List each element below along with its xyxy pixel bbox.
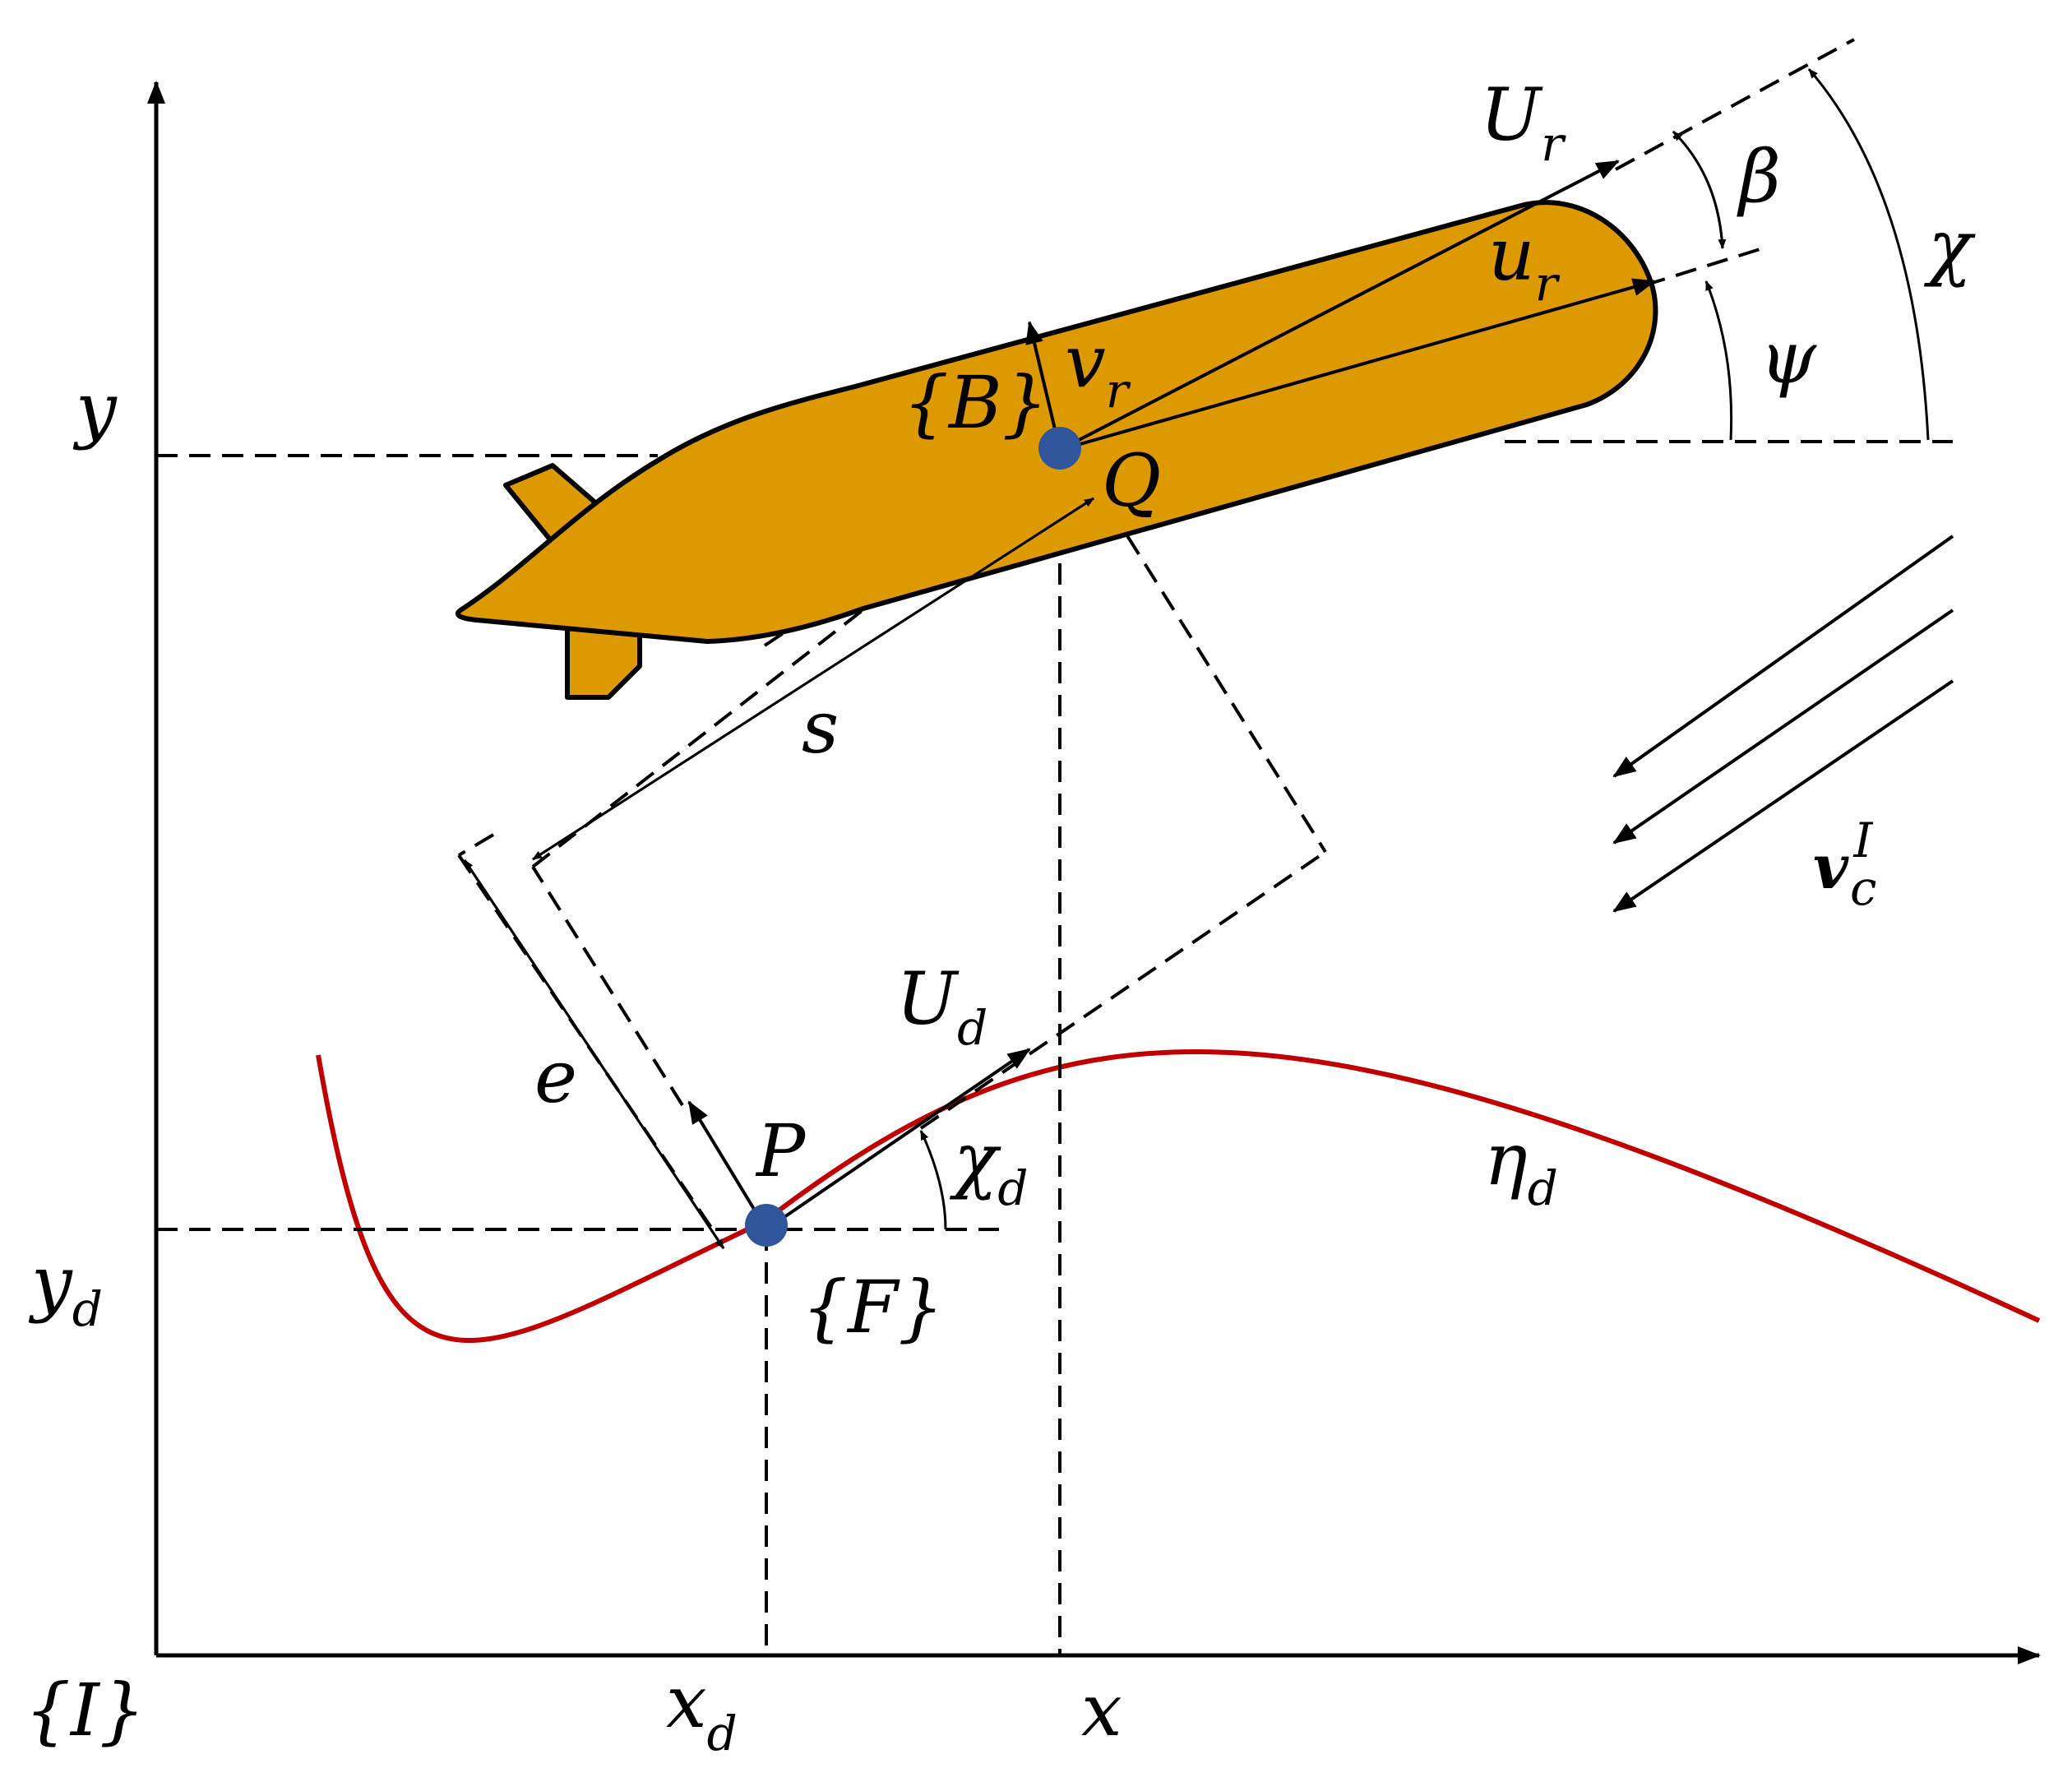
- xd-label: xd: [666, 1659, 738, 1761]
- yd-label: yd: [28, 1240, 103, 1337]
- inertial-axes: [147, 81, 2041, 1664]
- Ur-vector: [1059, 160, 1620, 451]
- current-velocity-label: vcI: [1813, 812, 1876, 916]
- point-P-label: P: [755, 1109, 807, 1193]
- Ur-label: Ur: [1480, 72, 1566, 172]
- labels: y x yd xd {I} {B} {F} Q P Ur ur vr β χ ψ…: [25, 72, 1976, 1761]
- angle-arcs: [919, 68, 1930, 1230]
- s-dimension-arrow-tail: [532, 497, 1094, 861]
- s-label: s: [802, 685, 839, 770]
- normal-vector: [687, 1100, 768, 1231]
- velocity-vectors: [687, 160, 1656, 1231]
- vector-lines: [463, 497, 1094, 1249]
- vr-label: vr: [1065, 319, 1131, 419]
- ur-label: ur: [1488, 212, 1561, 312]
- normal-dashed-line: [1108, 507, 1327, 854]
- frame-I-label: {I}: [25, 1668, 146, 1752]
- psi-label: ψ: [1760, 315, 1817, 400]
- beta-arc-start: [1672, 130, 1724, 249]
- course-dashed-line: [1615, 38, 1855, 171]
- eta-d-label: ηd: [1484, 1117, 1558, 1216]
- cross-track-dashed-line: [531, 865, 684, 1107]
- beta-arc: [1672, 130, 1727, 249]
- psi-arc: [1704, 280, 1733, 441]
- frame-B-label: {B}: [903, 360, 1048, 445]
- chi-arc: [1807, 68, 1930, 441]
- current-arrow-2: [1612, 609, 1954, 845]
- chi-d-label: χd: [949, 1117, 1028, 1216]
- chi-d-arc: [919, 1130, 947, 1230]
- current-arrows-icon: [1612, 535, 1954, 913]
- point-P-marker: [745, 1204, 788, 1247]
- axis-x-label: x: [1081, 1668, 1122, 1752]
- tangent-dashed-line: [919, 850, 1327, 1130]
- along-track-dashed-line: [531, 457, 1059, 868]
- vehicle-hull: [455, 200, 1658, 644]
- Ud-label: Ud: [896, 956, 987, 1056]
- vehicle-icon: [455, 200, 1658, 700]
- surge-dashed-line: [1644, 245, 1769, 287]
- ur-vector: [1059, 278, 1656, 451]
- Ud-vector: [765, 1048, 1031, 1231]
- dashed-guides: [156, 38, 1953, 1655]
- axis-y-label: y: [72, 367, 118, 451]
- frame-F-label: {F}: [802, 1265, 944, 1349]
- e-dimension-arrow-tail: [463, 859, 725, 1249]
- point-Q-label: Q: [1102, 438, 1161, 523]
- current-arrow-3: [1612, 679, 1954, 913]
- e-label: e: [534, 1034, 577, 1119]
- point-Q-marker: [1038, 427, 1081, 470]
- beta-label: β: [1737, 134, 1781, 219]
- desired-path-curve: [316, 1048, 2041, 1344]
- chi-label: χ: [1923, 204, 1976, 289]
- s-extension-line: [457, 833, 495, 857]
- current-arrow-1: [1612, 535, 1954, 778]
